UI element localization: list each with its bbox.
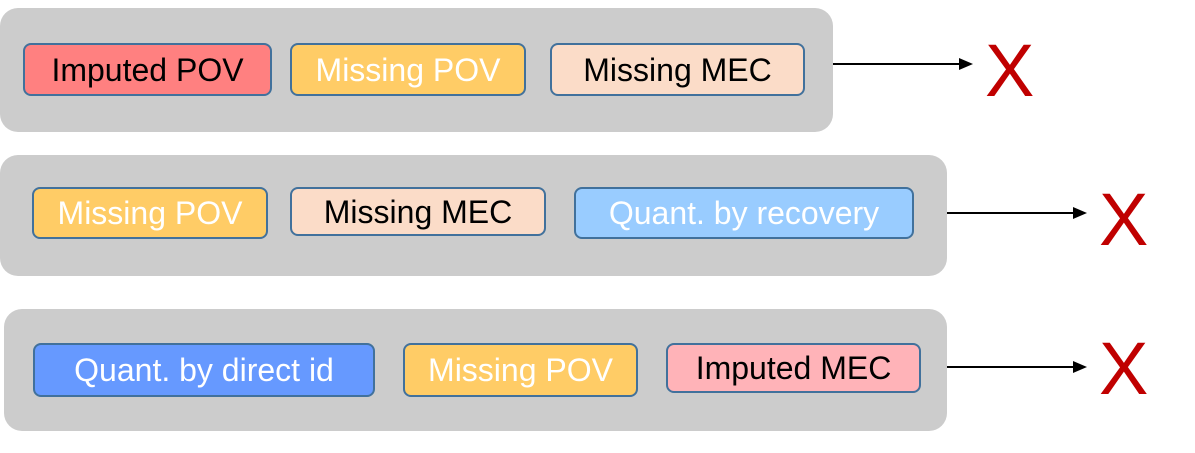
row-3-arrow <box>947 357 1087 377</box>
row-1-item-2-box: Missing POV <box>290 43 526 96</box>
row-1-arrow <box>833 54 973 74</box>
row-3-item-1-box: Quant. by direct id <box>33 343 375 397</box>
row-3-item-3-box: Imputed MEC <box>666 343 921 393</box>
row-3-item-2-box: Missing POV <box>403 343 638 397</box>
row-1-x-mark: X <box>985 29 1035 112</box>
row-2-x-mark: X <box>1099 178 1149 261</box>
row-2-item-1-box: Missing POV <box>32 187 268 239</box>
row-1-item-1-box: Imputed POV <box>23 43 272 96</box>
row-3-x-mark: X <box>1099 327 1149 410</box>
row-2-item-3-box: Quant. by recovery <box>574 187 914 239</box>
row-1-item-3-box: Missing MEC <box>550 43 805 96</box>
row-2-arrow <box>947 203 1087 223</box>
row-2-item-2-box: Missing MEC <box>290 187 546 236</box>
